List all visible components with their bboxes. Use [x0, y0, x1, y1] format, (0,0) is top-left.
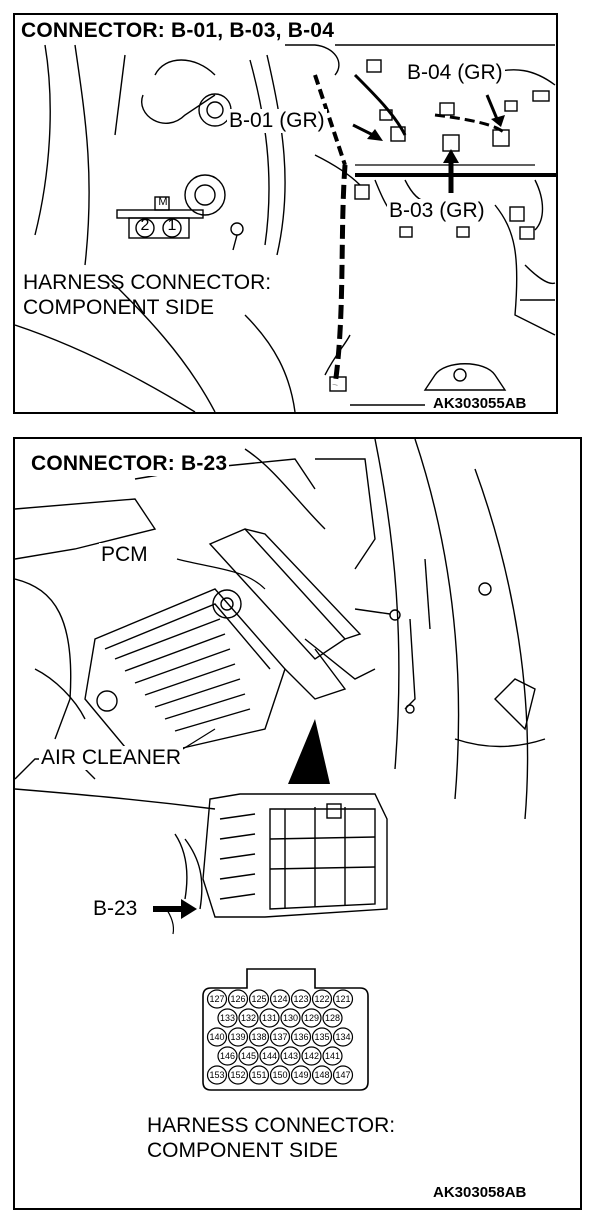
- pin-151: [248, 1065, 270, 1085]
- pin-145: [238, 1046, 259, 1066]
- pin-148: [311, 1065, 333, 1085]
- connector-diagram-b01-b03-b04: CONNECTOR: B-01, B-03, B-04 B-04 (GR) B-…: [13, 13, 558, 414]
- pin-147: [332, 1065, 354, 1085]
- pin-136: [290, 1027, 312, 1047]
- pin-122: [311, 989, 333, 1009]
- pin-153: [206, 1065, 228, 1085]
- pin-131: [259, 1008, 280, 1028]
- connector-pin-grid: 127 126 125 124 123 122 121 133 132 131 130 129 128 1…: [206, 989, 354, 1085]
- connector-pin-1: 1: [167, 217, 177, 234]
- panel-title: CONNECTOR: B-23: [29, 452, 230, 476]
- pin-label-144: 144: [262, 1051, 277, 1061]
- pin-label-152: 152: [230, 1070, 245, 1080]
- pin-141: [322, 1046, 343, 1066]
- pin-label-129: 129: [304, 1013, 319, 1023]
- engine-bay-illustration-2: 127 126 125 124 123 122 121 133 132 131 130 129 128 1…: [15, 439, 546, 1091]
- pcm-label: PCM: [99, 543, 150, 567]
- pin-129: [301, 1008, 322, 1028]
- air-cleaner-label: AIR CLEANER: [39, 746, 184, 770]
- pin-label-141: 141: [325, 1051, 340, 1061]
- pin-label-139: 139: [230, 1032, 245, 1042]
- pin-143: [280, 1046, 301, 1066]
- engine-bay-illustration-1: [15, 44, 556, 412]
- pin-146: [217, 1046, 238, 1066]
- pin-label-122: 122: [314, 994, 329, 1004]
- pin-label-138: 138: [251, 1032, 266, 1042]
- connector-mark: M: [158, 196, 168, 208]
- b23-label: B-23: [91, 897, 140, 921]
- pin-label-135: 135: [314, 1032, 329, 1042]
- pin-label-132: 132: [241, 1013, 256, 1023]
- pin-138: [248, 1027, 270, 1047]
- pin-label-143: 143: [283, 1051, 298, 1061]
- pin-137: [269, 1027, 291, 1047]
- callout-b01: B-01 (GR): [227, 109, 327, 133]
- pin-140: [206, 1027, 228, 1047]
- pin-127: [206, 989, 228, 1009]
- callout-b03: B-03 (GR): [387, 199, 487, 223]
- pin-label-121: 121: [335, 994, 350, 1004]
- pin-label-150: 150: [272, 1070, 287, 1080]
- figure-code: AK303055AB: [431, 395, 529, 412]
- pin-132: [238, 1008, 259, 1028]
- pin-label-125: 125: [251, 994, 266, 1004]
- pin-label-124: 124: [272, 994, 287, 1004]
- pin-126: [227, 989, 249, 1009]
- pin-label-148: 148: [314, 1070, 329, 1080]
- pin-123: [290, 989, 312, 1009]
- pin-142: [301, 1046, 322, 1066]
- pin-label-149: 149: [293, 1070, 308, 1080]
- pin-label-140: 140: [209, 1032, 224, 1042]
- pin-144: [259, 1046, 280, 1066]
- pin-150: [269, 1065, 291, 1085]
- pin-label-126: 126: [230, 994, 245, 1004]
- pin-128: [322, 1008, 343, 1028]
- figure-code: AK303058AB: [431, 1184, 529, 1201]
- pin-125: [248, 989, 270, 1009]
- pin-label-128: 128: [325, 1013, 340, 1023]
- pin-label-137: 137: [272, 1032, 287, 1042]
- pin-149: [290, 1065, 312, 1085]
- pin-121: [332, 989, 354, 1009]
- pin-134: [332, 1027, 354, 1047]
- pin-label-142: 142: [304, 1051, 319, 1061]
- pin-label-133: 133: [220, 1013, 235, 1023]
- harness-connector-label: HARNESS CONNECTOR:: [147, 1114, 396, 1137]
- pin-label-127: 127: [209, 994, 224, 1004]
- callout-b04: B-04 (GR): [405, 61, 505, 85]
- pin-135: [311, 1027, 333, 1047]
- pin-label-151: 151: [251, 1070, 266, 1080]
- connector-pin-2: 2: [140, 217, 150, 234]
- pin-124: [269, 989, 291, 1009]
- pin-152: [227, 1065, 249, 1085]
- pin-label-136: 136: [293, 1032, 308, 1042]
- panel-title: CONNECTOR: B-01, B-03, B-04: [19, 19, 337, 43]
- pin-label-146: 146: [220, 1051, 235, 1061]
- pin-label-134: 134: [335, 1032, 350, 1042]
- pin-label-147: 147: [335, 1070, 350, 1080]
- component-side-label: COMPONENT SIDE: [23, 296, 214, 319]
- pin-label-130: 130: [283, 1013, 298, 1023]
- connector-diagram-b23: 127 126 125 124 123 122 121 133 132 131 130 129 128 1…: [13, 437, 582, 1210]
- pin-label-153: 153: [209, 1070, 224, 1080]
- component-side-label: COMPONENT SIDE: [147, 1139, 338, 1162]
- harness-connector-label: HARNESS CONNECTOR:: [23, 271, 272, 294]
- pin-label-123: 123: [293, 994, 308, 1004]
- pin-label-145: 145: [241, 1051, 256, 1061]
- pin-133: [217, 1008, 238, 1028]
- pin-label-131: 131: [262, 1013, 277, 1023]
- pin-139: [227, 1027, 249, 1047]
- pin-130: [280, 1008, 301, 1028]
